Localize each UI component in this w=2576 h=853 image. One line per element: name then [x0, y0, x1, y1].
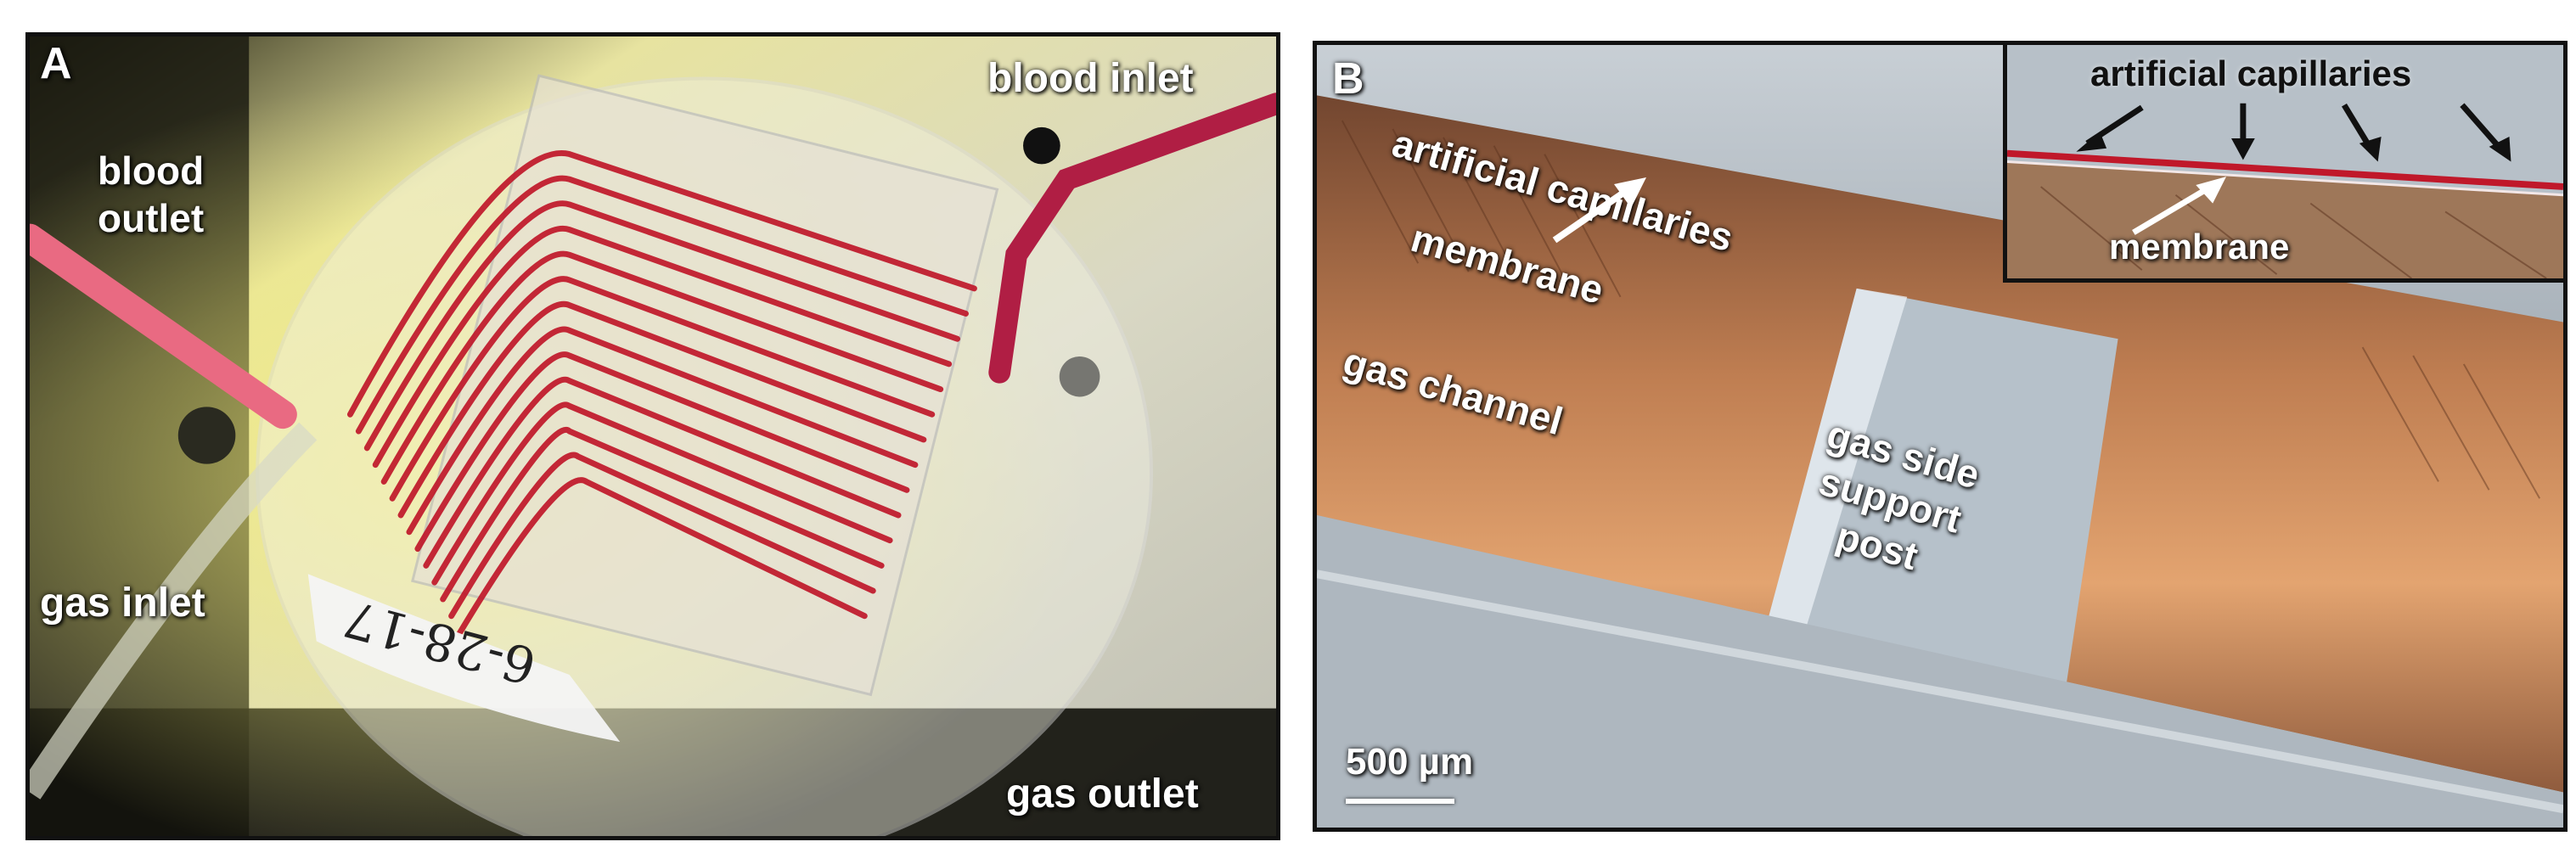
inset-artificial-capillaries-label: artificial capillaries: [2090, 53, 2412, 93]
gas-inlet-label: gas inlet: [40, 581, 205, 626]
blood-inlet-label: blood inlet: [987, 56, 1194, 101]
panel-b: B artificial capillaries membrane gas ch…: [1313, 41, 2568, 832]
inset-photo: [2007, 45, 2563, 278]
panel-label-b: B: [1332, 54, 1364, 104]
scale-bar-label: 500 µm: [1346, 741, 1474, 783]
blood-outlet-line1: blood: [98, 149, 205, 193]
scale-bar: [1346, 799, 1454, 804]
device-photo: 6-28-17: [30, 36, 1276, 836]
inset-membrane-label: membrane: [2109, 227, 2290, 267]
blood-outlet-label: blood outlet: [98, 147, 204, 242]
gas-outlet-label: gas outlet: [1006, 772, 1199, 817]
panel-a: 6-28-17 A blood outlet blood inlet gas i…: [25, 32, 1280, 840]
blood-outlet-line2: outlet: [98, 196, 205, 240]
inset-panel: artificial capillaries membrane: [2003, 45, 2563, 283]
membrane-arrow: [1552, 177, 1646, 244]
panel-label-a: A: [40, 39, 72, 88]
